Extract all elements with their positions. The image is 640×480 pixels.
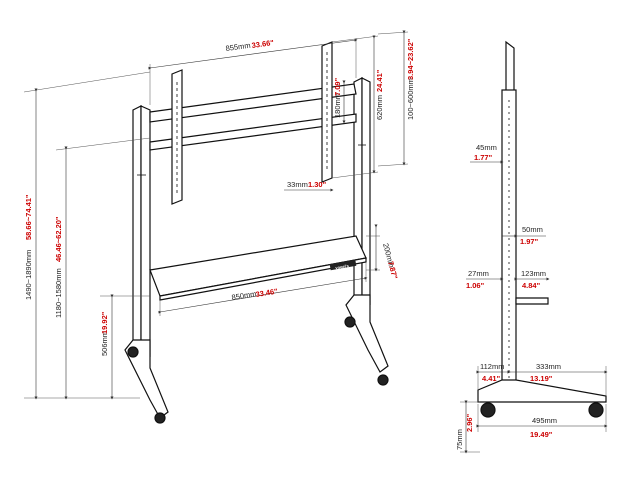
- dimension-inches-label: 3.94~23.62": [406, 38, 415, 80]
- dimension-inches-label: 24.41": [375, 69, 384, 92]
- caster-icon: [154, 412, 166, 424]
- caster-icon: [377, 374, 389, 386]
- dimension-mm-label: 333mm: [536, 362, 561, 371]
- dimension-mm-label: 45mm: [476, 143, 497, 152]
- dimension-inches-label: 4.84": [522, 281, 541, 290]
- dim-center-height: 1180~1580mm 46.46~62.20": [54, 137, 151, 400]
- dim-base-split: 112mm 4.41" 333mm 13.19": [476, 362, 608, 396]
- dim-arm-height: 620mm 24.41": [331, 35, 384, 179]
- dim-total-height: 1490~1890mm 58.66~74.41": [23, 71, 151, 400]
- dimension-inches-label: 19.49": [530, 430, 553, 439]
- dimension-inches-label: 1.06": [466, 281, 485, 290]
- side-view: 45mm 1.77" 50mm 1.97" 27mm 1.06" 123mm 4…: [455, 40, 608, 454]
- dimension-inches-label: 7.09": [333, 77, 342, 96]
- dim-arm-depth: 33mm 1.30": [284, 180, 334, 192]
- dimension-inches-label: 1.30": [308, 180, 327, 189]
- dim-shelf-height: 200mm 7.87": [366, 224, 400, 280]
- dimension-mm-label: 100~600mm: [406, 78, 415, 120]
- left-column: [132, 105, 151, 357]
- dimension-inches-label: 58.66~74.41": [24, 194, 33, 240]
- brand-badge: [329, 259, 357, 271]
- dim-shelf-gap: 27mm 1.06": [466, 269, 504, 290]
- right-foot: [344, 294, 389, 386]
- top-crossbar: [149, 83, 357, 151]
- dimension-mm-label: 33mm: [287, 180, 308, 189]
- dim-width-top: 855mm 33.66": [148, 38, 358, 105]
- caster-icon: [480, 402, 496, 418]
- side-shelf: [515, 297, 549, 305]
- dimension-mm-label: 855mm: [225, 41, 251, 53]
- brand-label: vogel's: [335, 263, 350, 270]
- dim-crossbar-height: 180mm 7.09": [333, 77, 346, 124]
- dimension-mm-label: 620mm: [375, 95, 384, 120]
- dimension-inches-label: 13.19": [530, 374, 553, 383]
- dimension-mm-label: 1180~1580mm: [54, 268, 63, 318]
- dimension-mm-label: 506mm: [100, 331, 109, 356]
- dimension-inches-label: 19.92": [100, 311, 109, 334]
- dim-arm-offset: 45mm 1.77": [470, 143, 504, 164]
- caster-icon: [344, 316, 356, 328]
- dimension-inches-label: 46.46~62.20": [54, 216, 63, 262]
- dim-base-total: 495mm 19.49": [476, 404, 608, 439]
- dimension-inches-label: 33.46": [255, 287, 279, 299]
- caster-icon: [588, 402, 604, 418]
- dimension-mm-label: 27mm: [468, 269, 489, 278]
- dim-shelf-depth: 123mm 4.84": [514, 269, 550, 290]
- dimension-mm-label: 495mm: [532, 416, 557, 425]
- left-foot: [124, 339, 169, 424]
- side-base: [477, 379, 607, 403]
- dim-shelf-floor: 506mm 19.92": [100, 294, 150, 400]
- right-vesa-arm: [321, 41, 333, 183]
- dimension-mm-label: 112mm: [480, 362, 504, 371]
- dimension-inches-label: 4.41": [482, 374, 501, 383]
- dimension-mm-label: 1490~1890mm: [24, 250, 33, 300]
- dimension-inches-label: 2.96": [465, 413, 474, 432]
- front-view: vogel's 855mm 33.66" 620mm 24.: [23, 30, 415, 424]
- dimension-inches-label: 7.87": [386, 260, 400, 280]
- left-vesa-arm: [171, 69, 183, 205]
- dim-column-depth: 50mm 1.97": [502, 225, 546, 246]
- dimension-mm-label: 75mm: [455, 429, 464, 450]
- dimension-mm-label: 50mm: [522, 225, 543, 234]
- dimension-inches-label: 33.66": [251, 38, 275, 50]
- dimension-inches-label: 1.77": [474, 153, 493, 162]
- caster-icon: [127, 346, 139, 358]
- dimension-mm-label: 850mm: [231, 289, 257, 302]
- dimension-mm-label: 180mm: [333, 93, 342, 118]
- dim-shelf-width: 850mm 33.46": [158, 262, 368, 316]
- dim-vesa-range: 100~600mm 3.94~23.62": [377, 30, 415, 167]
- dimension-inches-label: 1.97": [520, 237, 539, 246]
- dimension-mm-label: 123mm: [521, 269, 546, 278]
- dim-caster-height: 75mm 2.96": [455, 400, 480, 454]
